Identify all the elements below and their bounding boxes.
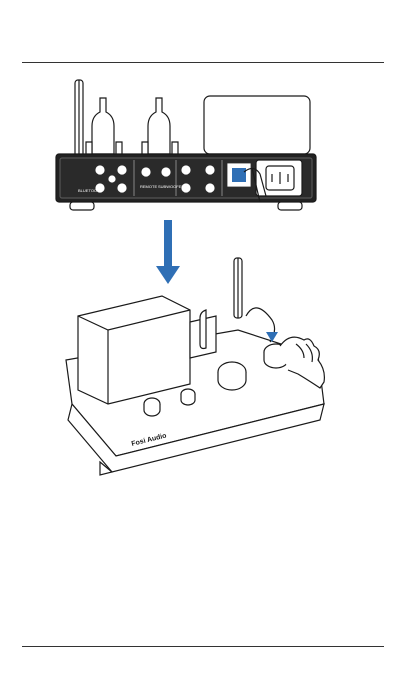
transformer-box bbox=[204, 96, 310, 154]
foot-left bbox=[70, 202, 94, 210]
bluetooth-label: BLUETOOTH bbox=[78, 188, 102, 193]
footer-rule bbox=[22, 646, 384, 647]
vacuum-tube-right bbox=[142, 98, 178, 154]
volume-knob bbox=[218, 362, 246, 390]
vacuum-tube-left bbox=[86, 98, 122, 154]
small-knob-left bbox=[144, 398, 160, 416]
transformer-cover bbox=[78, 296, 190, 404]
small-knob-right bbox=[181, 389, 195, 405]
foot-right bbox=[278, 202, 302, 210]
down-arrow bbox=[156, 220, 180, 284]
remote-label: REMOTE bbox=[140, 184, 157, 189]
amplifier-front-view bbox=[66, 258, 324, 475]
subwoofer-label: SUBWOOFER bbox=[158, 184, 184, 189]
